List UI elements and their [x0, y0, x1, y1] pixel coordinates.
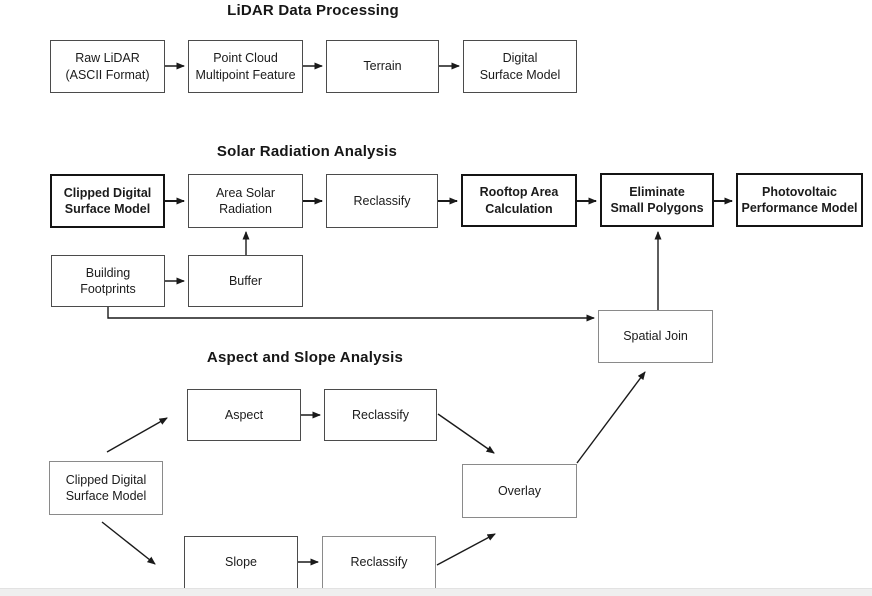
node-reclassify-solar: Reclassify — [326, 174, 438, 228]
section-title-lidar: LiDAR Data Processing — [227, 2, 399, 19]
section-title-solar: Solar Radiation Analysis — [216, 143, 398, 160]
node-aspect: Aspect — [187, 389, 301, 441]
node-clipped-dsm-solar: Clipped Digital Surface Model — [50, 174, 165, 228]
node-area-solar-radiation: Area Solar Radiation — [188, 174, 303, 228]
node-buffer: Buffer — [188, 255, 303, 307]
node-clipped-dsm-aspect-slope: Clipped Digital Surface Model — [49, 461, 163, 515]
node-slope: Slope — [184, 536, 298, 589]
node-eliminate-small-polygons: Eliminate Small Polygons — [600, 173, 714, 227]
node-raw-lidar: Raw LiDAR (ASCII Format) — [50, 40, 165, 93]
arrows-aspect-slope — [101, 411, 496, 566]
node-building-footprints: Building Footprints — [51, 255, 165, 307]
arrows-building — [107, 231, 595, 322]
arrows-join — [576, 231, 662, 464]
node-reclassify-slope: Reclassify — [322, 536, 436, 589]
node-terrain: Terrain — [326, 40, 439, 93]
node-digital-surface-model: Digital Surface Model — [463, 40, 577, 93]
node-rooftop-area-calculation: Rooftop Area Calculation — [461, 174, 577, 227]
node-spatial-join: Spatial Join — [598, 310, 713, 363]
node-point-cloud-multipoint-feature: Point Cloud Multipoint Feature — [188, 40, 303, 93]
bottom-window-edge — [0, 588, 872, 596]
section-title-aspect-slope: Aspect and Slope Analysis — [206, 349, 404, 366]
node-reclassify-aspect: Reclassify — [324, 389, 437, 441]
node-overlay: Overlay — [462, 464, 577, 518]
node-photovoltaic-performance-model: Photovoltaic Performance Model — [736, 173, 863, 227]
